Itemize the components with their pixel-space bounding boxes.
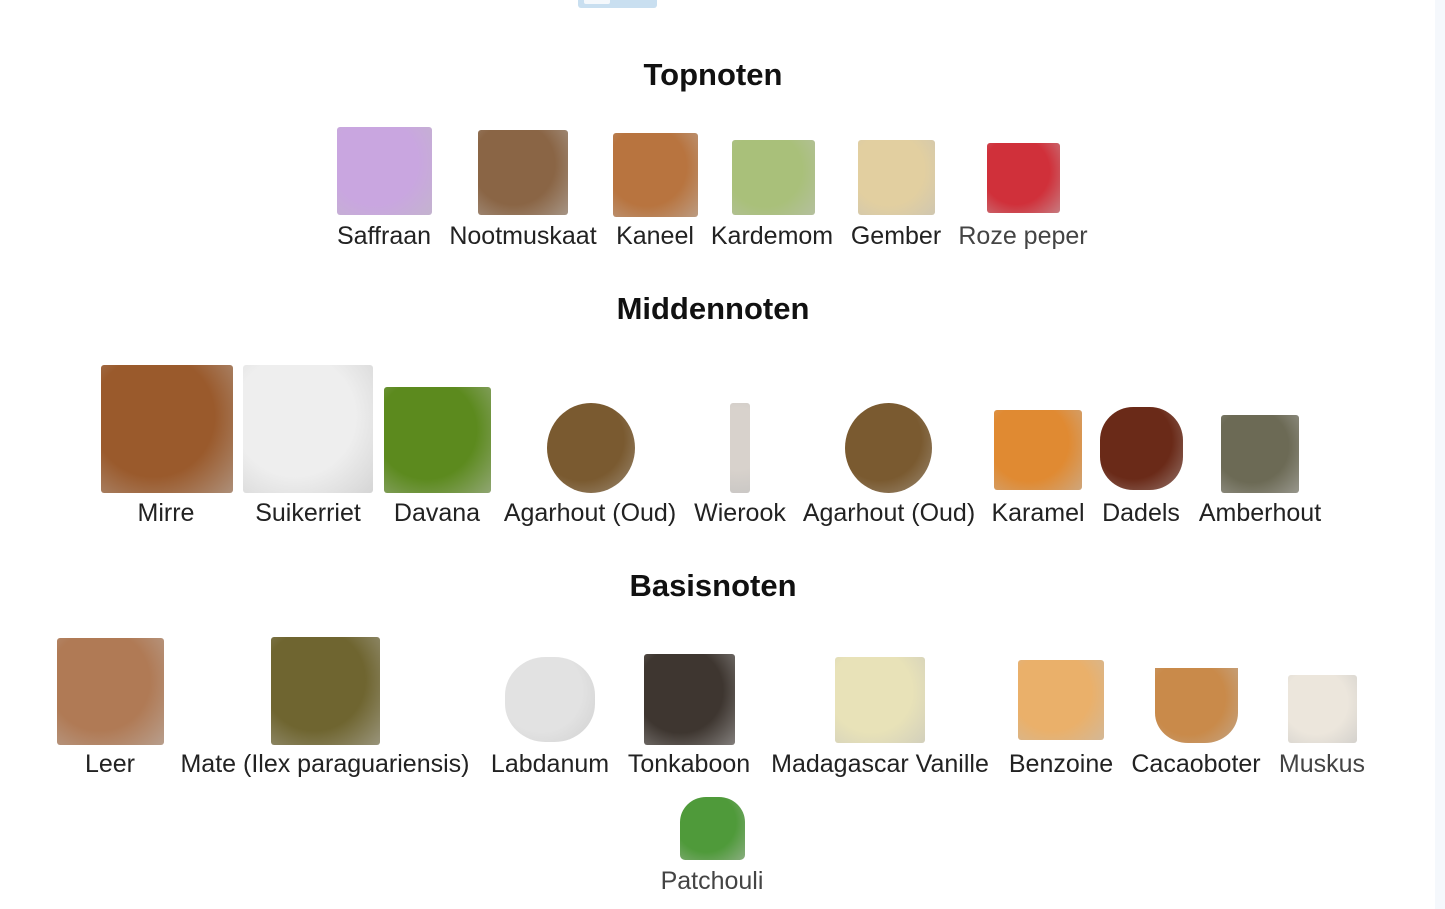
note-label: Kardemom [710,222,834,250]
section-title-topnoten: Topnoten [643,57,783,92]
note-label: Leer [84,750,136,778]
note-label: Gember [850,222,942,250]
note-label: Amberhout [1198,499,1322,527]
note-image [547,403,635,493]
note-image [384,387,491,493]
note-label: Benzoine [1008,750,1114,778]
note-image [613,133,698,217]
note-image [858,140,935,215]
note-image [243,365,373,493]
note-label: Mirre [137,499,195,527]
note-label: Dadels [1102,499,1180,527]
note-label: Muskus [1278,750,1366,778]
note-image [1100,407,1183,490]
note-label: Suikerriet [255,499,361,527]
scrollbar-track[interactable] [1435,0,1445,909]
note-image [478,130,568,215]
note-image [1155,668,1238,743]
note-label: Karamel [991,499,1085,527]
note-image [337,127,432,215]
note-image [732,140,815,215]
note-label: Saffraan [336,222,432,250]
note-label: Labdanum [490,750,610,778]
note-label: Madagascar Vanille [771,750,989,778]
note-label: Agarhout (Oud) [503,499,677,527]
note-image [1221,415,1299,493]
note-image [845,403,932,493]
note-label: Roze peper [958,222,1088,250]
note-image [680,797,745,860]
note-image [1288,675,1357,743]
note-label: Nootmuskaat [449,222,597,250]
note-label: Agarhout (Oud) [802,499,976,527]
section-title-basisnoten: Basisnoten [629,568,797,603]
button-highlight [584,0,610,4]
top-button[interactable] [578,0,657,8]
note-image [730,403,750,493]
note-image [994,410,1082,490]
note-image [505,657,595,742]
note-image [1018,660,1104,740]
note-image [57,638,164,745]
note-label: Patchouli [660,867,764,895]
note-label: Davana [393,499,481,527]
note-label: Wierook [694,499,786,527]
note-label: Tonkaboon [627,750,751,778]
note-label: Cacaoboter [1131,750,1261,778]
note-image [271,637,380,745]
note-label: Mate (Ilex paraguariensis) [180,750,470,778]
note-image [987,143,1060,213]
section-title-middennoten: Middennoten [616,291,810,326]
note-image [644,654,735,745]
note-label: Kaneel [616,222,694,250]
note-image [101,365,233,493]
note-image [835,657,925,743]
